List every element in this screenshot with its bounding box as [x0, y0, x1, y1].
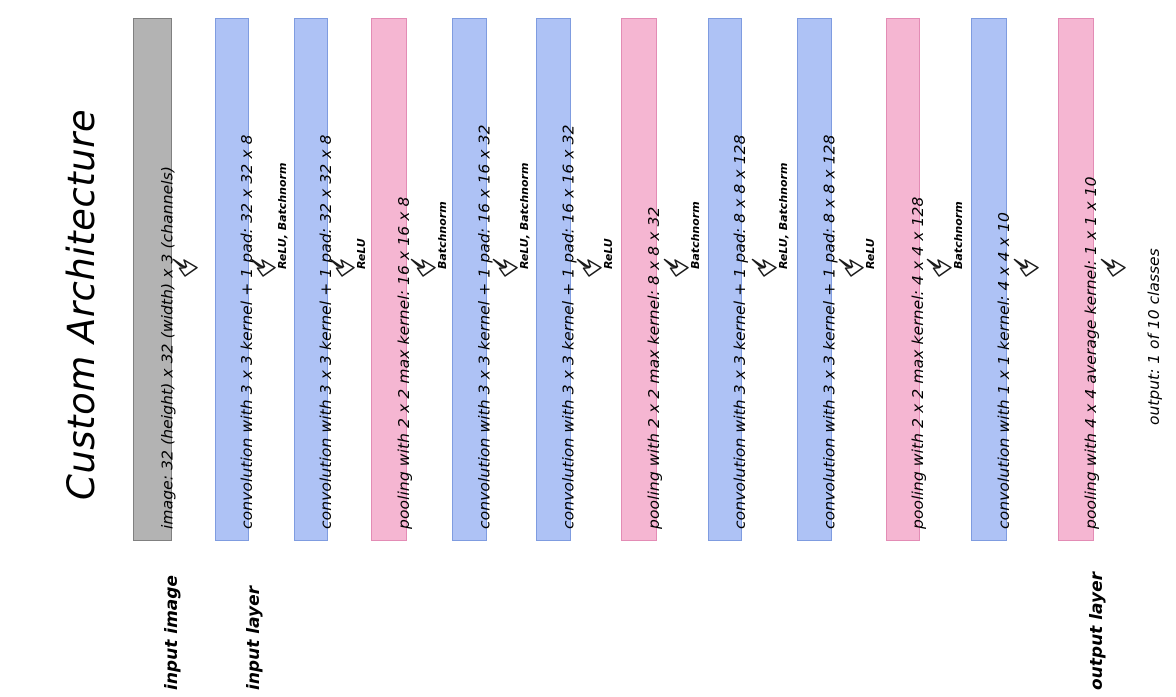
arrow-7-icon [662, 257, 690, 279]
layer-label-pool-4: pooling with 4 x 4 average kernel: 1 x 1… [1082, 176, 1100, 529]
arrow-8-label: ReLU, Batchnorm [777, 162, 790, 269]
arrow-8-icon [750, 257, 778, 279]
layer-bar-pool-4[interactable] [1058, 18, 1094, 541]
arrow-6-label: ReLU [602, 238, 615, 269]
layer-label-conv-1: convolution with 3 x 3 kernel + 1 pad: 3… [238, 134, 256, 529]
layer-bar-conv-2[interactable] [294, 18, 328, 541]
layer-label-conv-7: convolution with 1 x 1 kernel: 4 x 4 x 1… [995, 211, 1013, 529]
arrow-10-label: Batchnorm [952, 201, 965, 269]
layer-bar-conv-1[interactable] [215, 18, 249, 541]
layer-label-conv-3: convolution with 3 x 3 kernel + 1 pad: 1… [475, 124, 494, 529]
arrow-12-icon [1099, 257, 1127, 279]
arrow-1-icon [171, 257, 199, 279]
layer-label-input-image: image: 32 (height) x 32 (width) x 3 (cha… [158, 166, 177, 529]
arrow-2-label: ReLU, Batchnorm [276, 162, 289, 269]
arrow-7-label: Batchnorm [689, 201, 702, 269]
page-title: Custom Architecture [60, 108, 103, 500]
arrow-4-label: Batchnorm [436, 201, 449, 269]
layer-label-conv-2: convolution with 3 x 3 kernel + 1 pad: 3… [317, 134, 335, 529]
output-description: output: 1 of 10 classes [1145, 248, 1163, 425]
arrow-11-icon [1012, 257, 1040, 279]
arrow-3-label: ReLU [355, 238, 368, 269]
arrow-6-icon [575, 257, 603, 279]
layer-bar-conv-4[interactable] [536, 18, 571, 541]
layer-bar-conv-7[interactable] [971, 18, 1007, 541]
layer-label-conv-4: convolution with 3 x 3 kernel + 1 pad: 1… [559, 124, 578, 529]
group-label-output-layer: output layer [1087, 572, 1107, 690]
layer-bar-conv-5[interactable] [708, 18, 742, 541]
arrow-5-label: ReLU, Batchnorm [518, 162, 531, 269]
arrow-4-icon [409, 257, 437, 279]
arrow-3-icon [328, 257, 356, 279]
arrow-10-icon [925, 257, 953, 279]
layer-bar-input-image[interactable] [133, 18, 172, 541]
group-label-input-layer: input layer [244, 585, 264, 690]
group-label-input-image: input image [162, 575, 182, 690]
layer-bar-conv-6[interactable] [797, 18, 832, 541]
layer-label-pool-1: pooling with 2 x 2 max kernel: 16 x 16 x… [395, 196, 413, 529]
layer-label-pool-2: pooling with 2 x 2 max kernel: 8 x 8 x 3… [645, 206, 663, 530]
arrow-5-icon [491, 257, 519, 279]
layer-bar-pool-3[interactable] [886, 18, 920, 541]
layer-label-pool-3: pooling with 2 x 2 max kernel: 4 x 4 x 1… [909, 196, 927, 529]
arrow-2-icon [249, 257, 277, 279]
layer-bar-pool-2[interactable] [621, 18, 657, 541]
layer-bar-pool-1[interactable] [371, 18, 407, 541]
layer-bar-conv-3[interactable] [452, 18, 487, 541]
layer-label-conv-5: convolution with 3 x 3 kernel + 1 pad: 8… [731, 134, 749, 529]
arrow-9-label: ReLU [864, 238, 877, 269]
layer-label-conv-6: convolution with 3 x 3 kernel + 1 pad: 8… [820, 134, 839, 529]
arrow-9-icon [837, 257, 865, 279]
